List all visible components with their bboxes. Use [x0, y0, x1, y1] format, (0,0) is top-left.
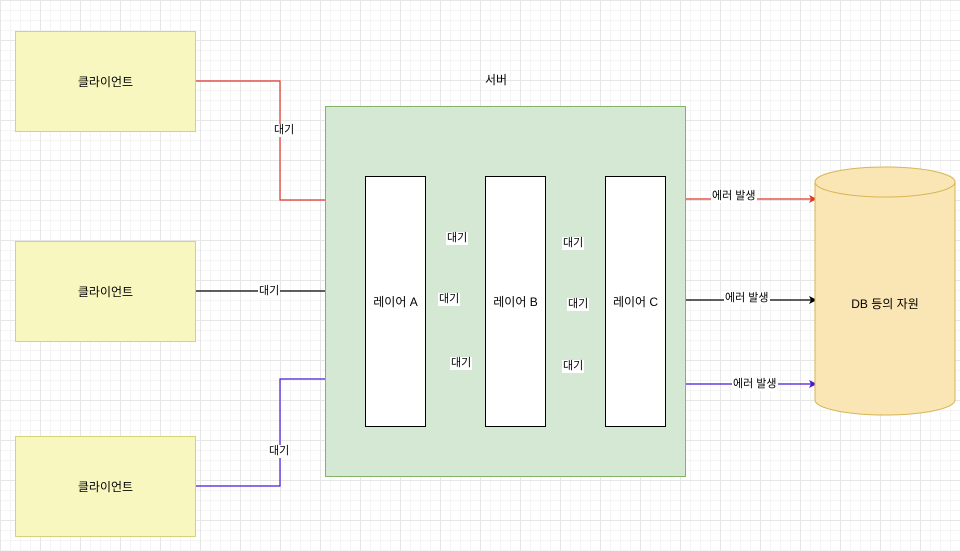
edge-label-error-purple: 에러 발생 — [732, 378, 778, 391]
edge-client1-to-layer-a — [195, 80, 365, 204]
client-box-2[interactable]: 클라이언트 — [15, 241, 196, 342]
edge-label-wait-client3: 대기 — [268, 445, 291, 458]
layer-b-label: 레이어 B — [493, 295, 538, 309]
client-label-1: 클라이언트 — [77, 75, 134, 89]
client-label-2: 클라이언트 — [77, 285, 134, 299]
edge-client3-to-layer-a — [195, 375, 367, 487]
edge-label-wait-bc-black: 대기 — [567, 298, 590, 311]
database-label: DB 등의 자원 — [851, 296, 919, 311]
client-box-1[interactable]: 클라이언트 — [15, 31, 196, 132]
edge-label-wait-client1: 대기 — [273, 124, 296, 137]
layer-c-box[interactable]: 레이어 C — [605, 176, 666, 427]
server-title: 서버 — [485, 73, 508, 87]
layer-b-box[interactable]: 레이어 B — [485, 176, 546, 427]
edge-label-wait-ab-purple: 대기 — [450, 357, 473, 370]
layer-a-box[interactable]: 레이어 A — [365, 176, 426, 427]
client-box-3[interactable]: 클라이언트 — [15, 436, 196, 537]
client-label-3: 클라이언트 — [77, 480, 134, 494]
edge-label-wait-ab-black: 대기 — [438, 293, 461, 306]
edge-label-wait-ab-red: 대기 — [446, 232, 469, 245]
edge-label-wait-client2: 대기 — [258, 285, 281, 298]
edge-label-wait-bc-purple: 대기 — [562, 360, 585, 373]
edge-label-wait-bc-red: 대기 — [562, 237, 585, 250]
layer-c-label: 레이어 C — [612, 295, 659, 309]
database-cylinder[interactable] — [814, 166, 958, 418]
layer-a-label: 레이어 A — [373, 295, 418, 309]
edge-label-error-black: 에러 발생 — [724, 292, 770, 305]
edge-label-error-red: 에러 발생 — [711, 190, 757, 203]
